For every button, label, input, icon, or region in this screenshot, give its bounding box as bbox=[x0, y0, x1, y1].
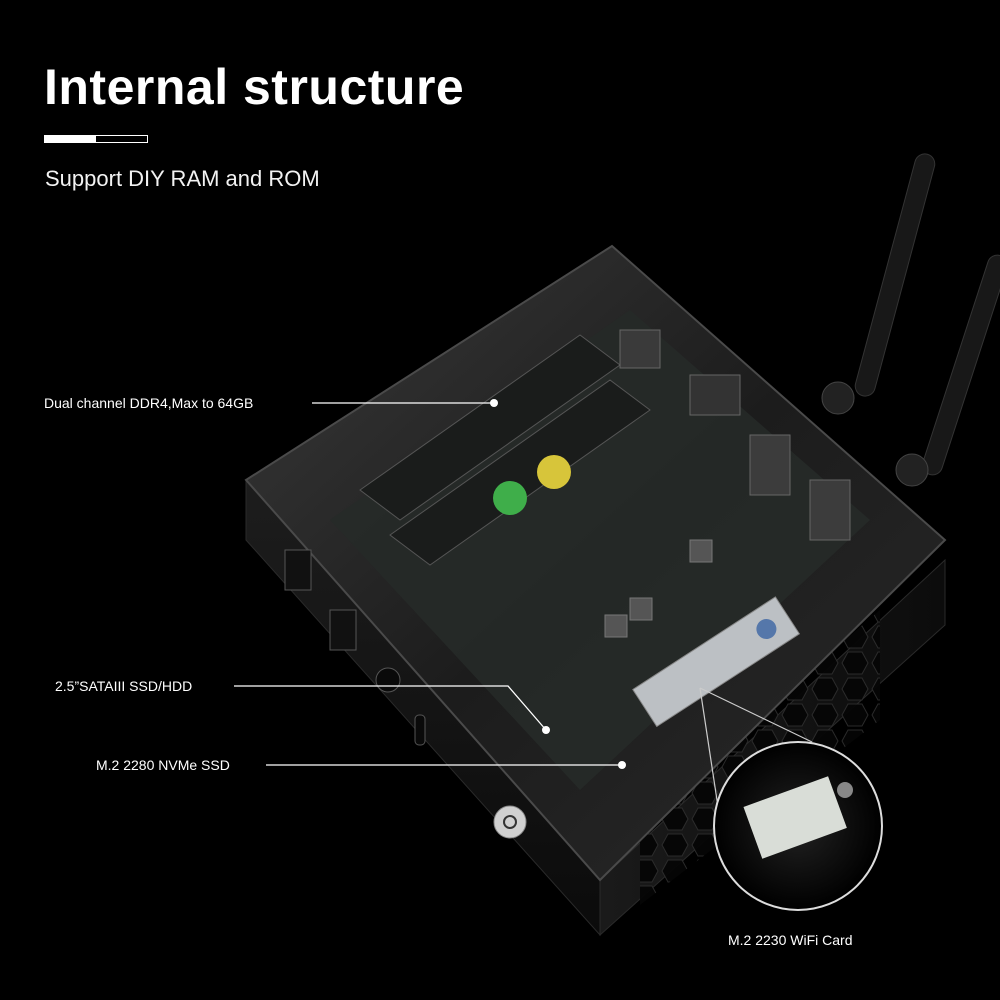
green-sticker bbox=[493, 481, 527, 515]
title-accent-fill bbox=[45, 136, 96, 142]
callout-ram: Dual channel DDR4,Max to 64GB bbox=[44, 395, 254, 411]
usb-port-1 bbox=[284, 549, 312, 591]
yellow-sticker bbox=[537, 455, 571, 489]
antenna-icon bbox=[821, 153, 1000, 487]
wifi-card-magnifier bbox=[699, 687, 883, 911]
ethernet-port bbox=[619, 329, 661, 369]
nvme-ssd bbox=[632, 596, 801, 728]
power-icon bbox=[493, 805, 527, 839]
page-title: Internal structure bbox=[44, 59, 465, 115]
title-accent-bar bbox=[44, 135, 148, 143]
usb-port-2 bbox=[329, 609, 357, 651]
callout-nvme: M.2 2280 NVMe SSD bbox=[96, 757, 230, 773]
ram-slot-2 bbox=[389, 379, 651, 566]
audio-jack bbox=[375, 667, 401, 693]
callout-sata: 2.5”SATAIII SSD/HDD bbox=[55, 678, 193, 694]
page-subtitle: Support DIY RAM and ROM bbox=[45, 166, 320, 191]
usb-c-port bbox=[414, 714, 426, 746]
callout-wifi: M.2 2230 WiFi Card bbox=[728, 932, 853, 948]
